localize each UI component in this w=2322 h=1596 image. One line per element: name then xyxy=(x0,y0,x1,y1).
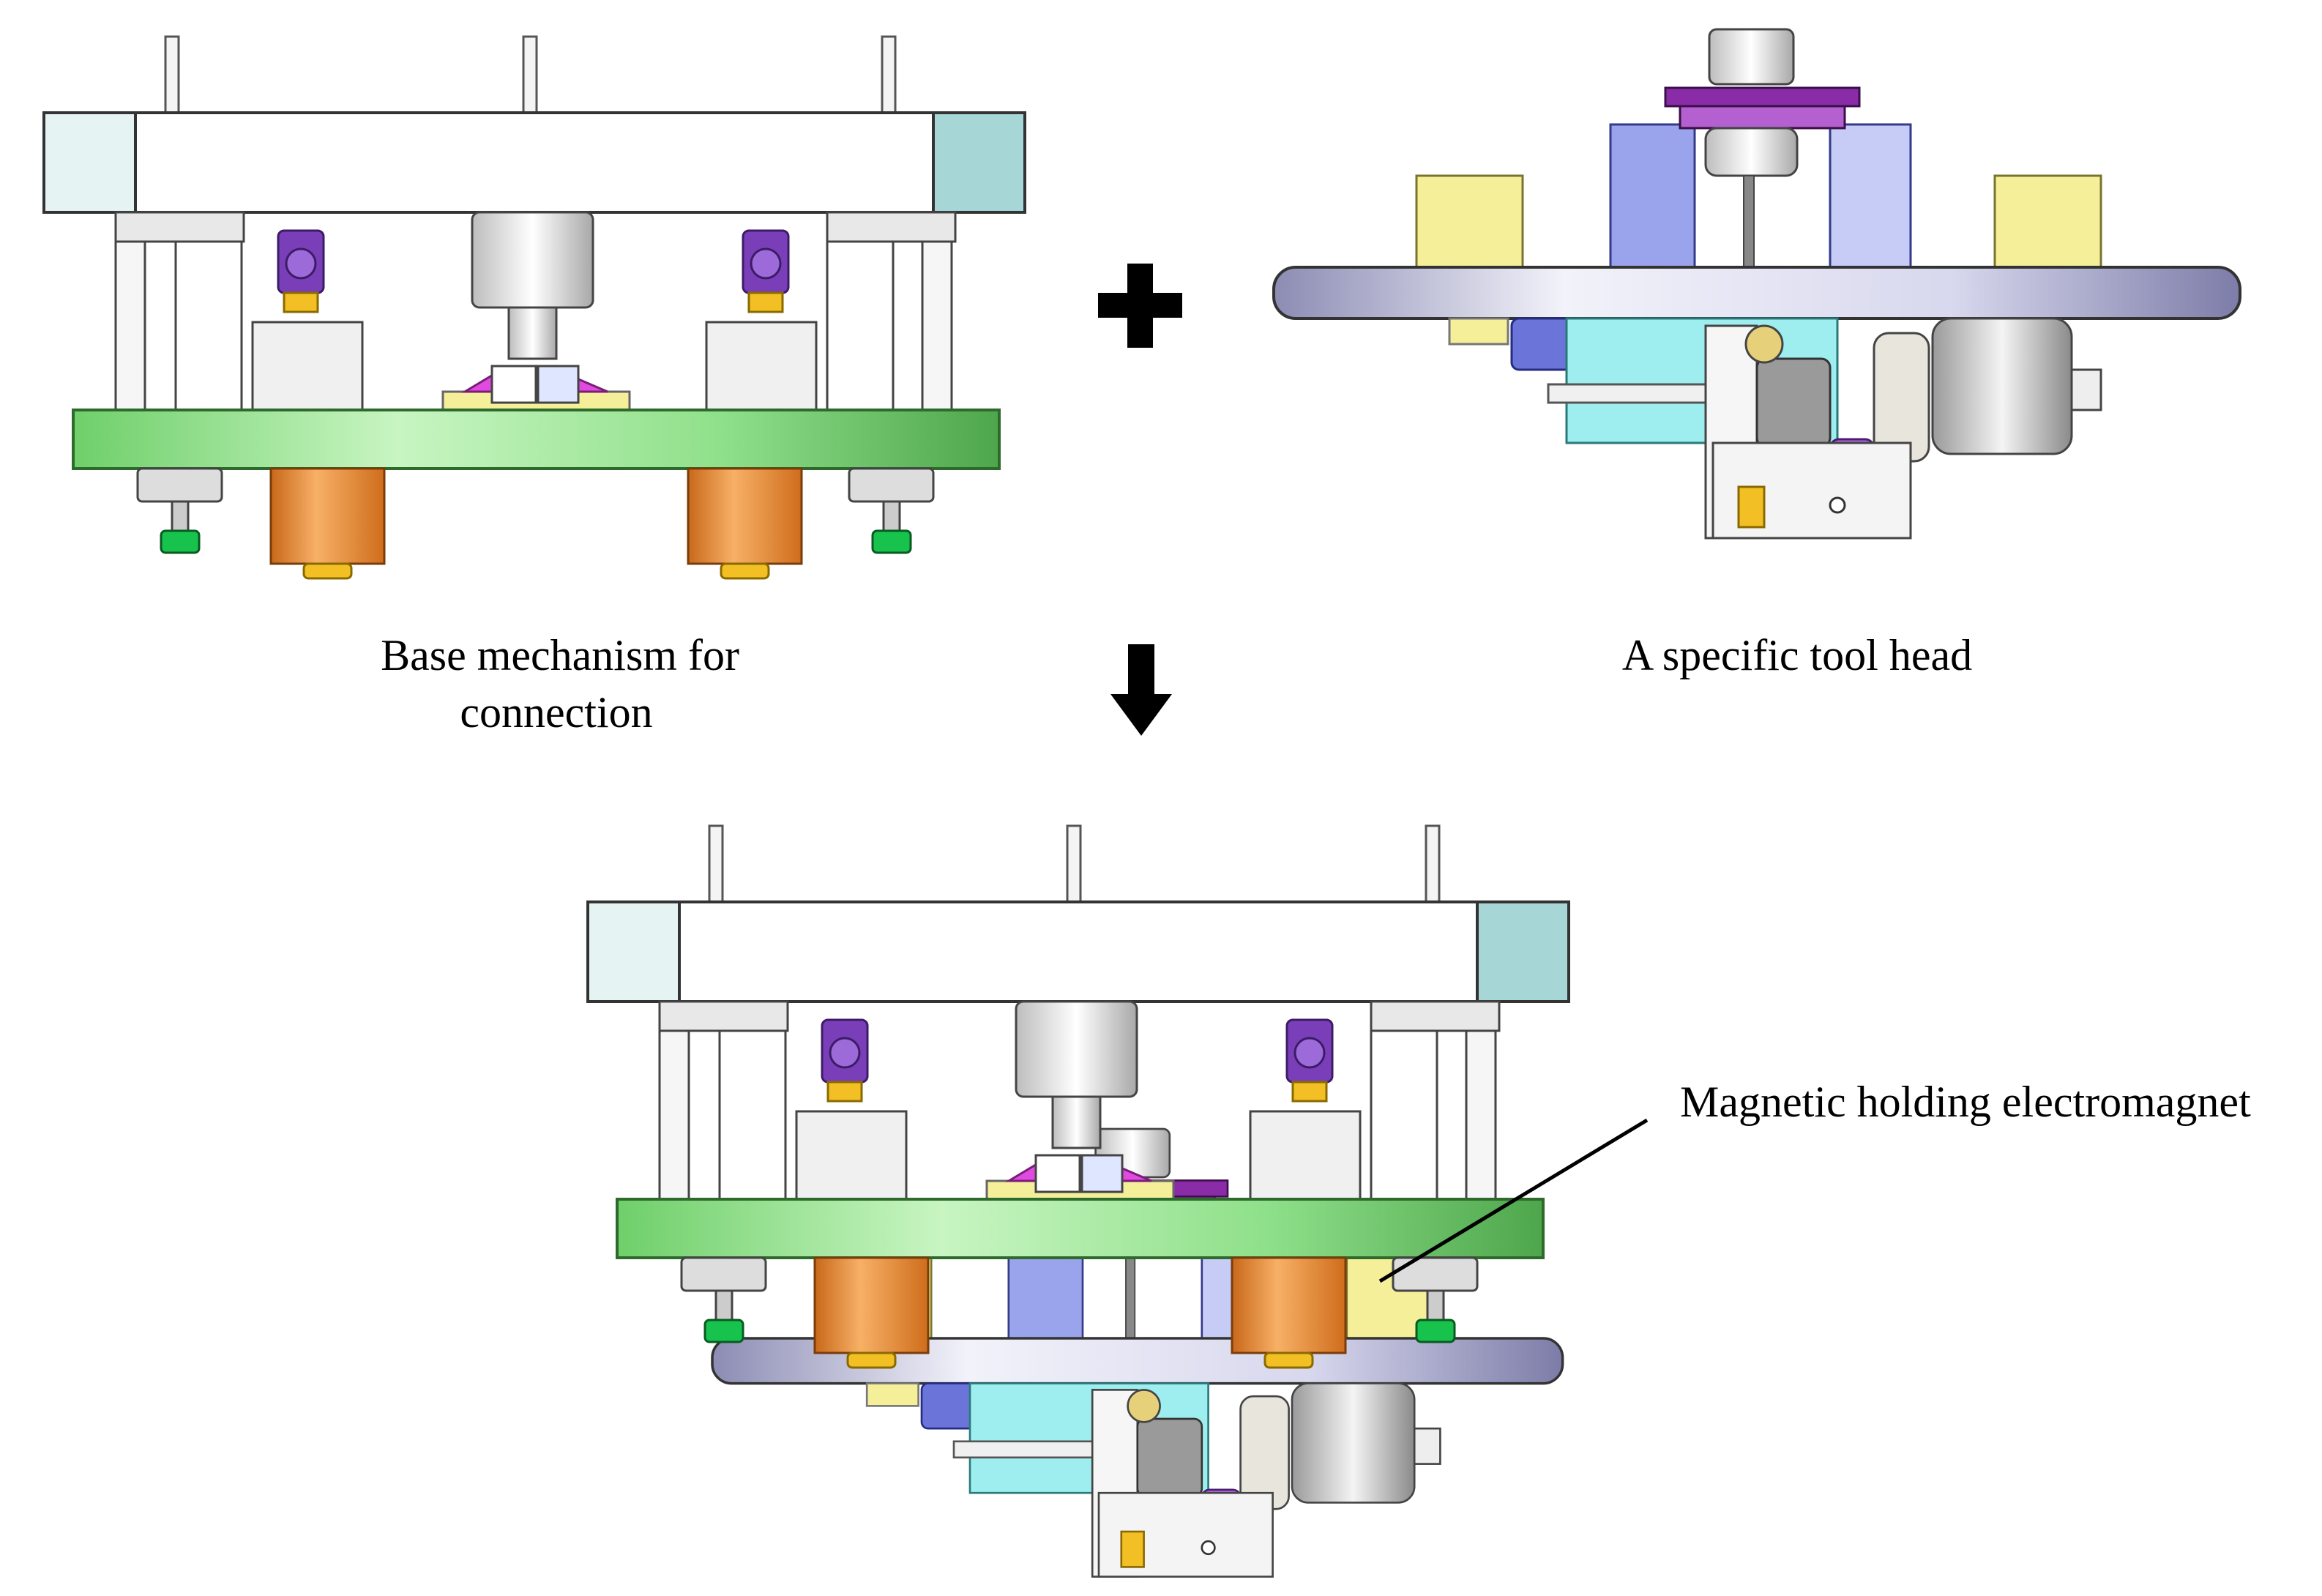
combined-assembly-drawing xyxy=(586,824,1570,1578)
plus-icon xyxy=(1098,264,1182,348)
base-mechanism-drawing xyxy=(42,35,1026,580)
tool-head-drawing xyxy=(1272,28,2241,540)
magnet-leader-line xyxy=(1378,1118,1649,1283)
magnet-label: Magnetic holding electromagnet xyxy=(1680,1078,2251,1126)
base-mechanism-label-line1: Base mechanism for xyxy=(381,631,739,679)
arrow-down-icon xyxy=(1110,644,1172,736)
tool-head-label: A specific tool head xyxy=(1622,631,1972,679)
base-mechanism-label-line2: connection xyxy=(460,688,652,737)
